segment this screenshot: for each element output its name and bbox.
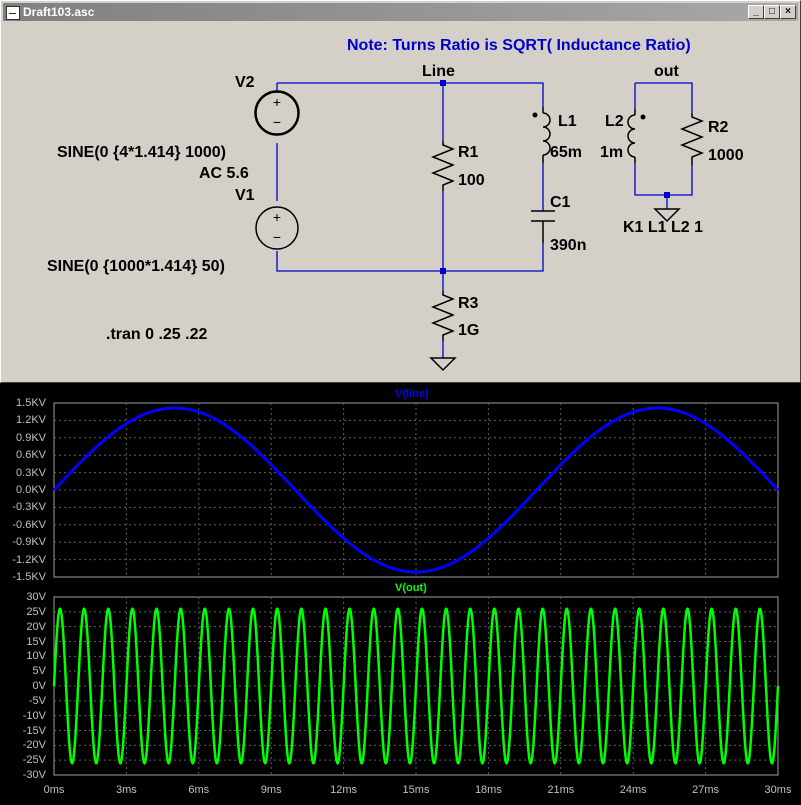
l2-value[interactable]: 1m bbox=[600, 144, 624, 161]
v1-value[interactable]: SINE(0 {1000*1.414} 50) bbox=[47, 258, 225, 275]
ground-symbol-out bbox=[653, 208, 681, 223]
r2-name[interactable]: R2 bbox=[708, 119, 729, 136]
r3-symbol bbox=[430, 291, 456, 341]
l1-dot bbox=[532, 112, 538, 118]
waveform-window[interactable]: V(line) V(out) 1.5KV 1.2KV 0.9KV 0.6KV 0.3KV… bbox=[0, 383, 801, 805]
ytick-vout-7: -5V bbox=[28, 694, 46, 707]
waveform-plots[interactable] bbox=[0, 383, 801, 805]
xtick-8: 24ms bbox=[619, 784, 647, 796]
c1-symbol bbox=[531, 210, 555, 243]
xtick-2: 6ms bbox=[188, 784, 210, 796]
net-label-line[interactable]: Line bbox=[422, 63, 455, 80]
r1-value[interactable]: 100 bbox=[458, 172, 485, 189]
schematic-drawing: + − + − bbox=[254, 80, 705, 372]
svg-text:−: − bbox=[273, 114, 281, 130]
wire-bottom bbox=[276, 243, 544, 272]
ytick-vout-12: -30V bbox=[22, 769, 46, 781]
xtick-7: 21ms bbox=[547, 784, 575, 796]
schematic-titlebar[interactable]: Draft103.asc _ □ × bbox=[3, 3, 798, 21]
coupling-directive[interactable]: K1 L1 L2 1 bbox=[623, 219, 704, 236]
xtick-6: 18ms bbox=[474, 784, 502, 796]
ytick-vout-5: 5V bbox=[32, 665, 46, 678]
ytick-vline-2: 0.9KV bbox=[16, 431, 46, 444]
net-label-out[interactable]: out bbox=[654, 63, 679, 80]
c1-name[interactable]: C1 bbox=[550, 194, 571, 211]
xtick-9: 27ms bbox=[692, 784, 720, 796]
minimize-button[interactable]: _ bbox=[748, 5, 764, 19]
l1-symbol bbox=[542, 107, 551, 163]
r2-symbol bbox=[679, 113, 705, 165]
ytick-vout-3: 15V bbox=[26, 635, 46, 648]
c1-value[interactable]: 390n bbox=[550, 237, 587, 254]
wire-line-top bbox=[277, 82, 544, 107]
ground-symbol-r3 bbox=[429, 357, 457, 372]
junction-out-gnd bbox=[664, 192, 670, 198]
v2-name[interactable]: V2 bbox=[235, 74, 255, 91]
trace-label-vout[interactable]: V(out) bbox=[395, 582, 427, 594]
r3-name[interactable]: R3 bbox=[458, 295, 479, 312]
ytick-vline-3: 0.6KV bbox=[16, 449, 46, 462]
maximize-button[interactable]: □ bbox=[764, 5, 780, 19]
r1-symbol bbox=[430, 141, 456, 191]
ytick-vline-4: 0.3KV bbox=[16, 466, 46, 479]
window-title: Draft103.asc bbox=[23, 5, 95, 19]
ytick-vline-0: 1.5KV bbox=[16, 397, 46, 409]
schematic-canvas[interactable]: + − + − bbox=[5, 23, 799, 379]
ytick-vline-8: -0.9KV bbox=[12, 536, 46, 549]
l2-dot bbox=[640, 114, 646, 120]
ytick-vout-2: 20V bbox=[26, 620, 46, 633]
r1-name[interactable]: R1 bbox=[458, 144, 479, 161]
trace-vout bbox=[52, 607, 780, 765]
r2-value[interactable]: 1000 bbox=[708, 147, 744, 164]
junction-bottom bbox=[440, 268, 446, 274]
xtick-4: 12ms bbox=[330, 784, 358, 796]
svg-text:+: + bbox=[273, 209, 281, 225]
note-text[interactable]: Note: Turns Ratio is SQRT( Inductance Ra… bbox=[347, 37, 691, 54]
ytick-vout-6: 0V bbox=[32, 680, 46, 692]
ytick-vline-10: -1.5KV bbox=[12, 571, 46, 583]
trace-label-vline[interactable]: V(line) bbox=[395, 388, 429, 400]
svg-text:+: + bbox=[273, 94, 281, 110]
l2-symbol bbox=[627, 109, 636, 163]
wire-out-bottom bbox=[634, 163, 693, 196]
xtick-0: 0ms bbox=[43, 784, 65, 796]
v2-source-symbol: + − bbox=[254, 90, 300, 136]
ytick-vout-11: -25V bbox=[22, 754, 46, 767]
junction-line bbox=[440, 80, 446, 86]
schematic-window: Draft103.asc _ □ × bbox=[0, 0, 801, 383]
ytick-vout-10: -20V bbox=[22, 739, 46, 752]
ytick-vline-6: -0.3KV bbox=[12, 501, 46, 514]
ytick-vout-9: -15V bbox=[22, 724, 46, 737]
ytick-vout-1: 25V bbox=[26, 605, 46, 618]
l2-name[interactable]: L2 bbox=[605, 113, 624, 130]
wire-out-top bbox=[635, 82, 693, 113]
v2-value[interactable]: SINE(0 {4*1.414} 1000) bbox=[57, 144, 226, 161]
window-system-icon[interactable] bbox=[6, 6, 20, 20]
tran-directive[interactable]: .tran 0 .25 .22 bbox=[106, 326, 208, 343]
ytick-vline-7: -0.6KV bbox=[12, 518, 46, 531]
ytick-vline-5: 0.0KV bbox=[16, 484, 46, 496]
xtick-10: 30ms bbox=[764, 784, 792, 796]
ytick-vout-0: 30V bbox=[26, 591, 46, 603]
xtick-5: 15ms bbox=[402, 784, 430, 796]
ytick-vout-8: -10V bbox=[22, 709, 46, 722]
v1-source-symbol: + − bbox=[255, 206, 299, 250]
ytick-vline-1: 1.2KV bbox=[16, 414, 46, 427]
r3-value[interactable]: 1G bbox=[458, 322, 480, 339]
v2-ac[interactable]: AC 5.6 bbox=[199, 165, 249, 182]
l1-value[interactable]: 65m bbox=[550, 144, 583, 161]
ytick-vout-4: 10V bbox=[26, 650, 46, 663]
svg-text:−: − bbox=[273, 229, 281, 245]
xtick-1: 3ms bbox=[116, 784, 137, 796]
v1-name[interactable]: V1 bbox=[235, 187, 255, 204]
ytick-vline-9: -1.2KV bbox=[12, 553, 46, 566]
xtick-3: 9ms bbox=[260, 784, 282, 796]
trace-vline bbox=[52, 406, 780, 574]
l1-name[interactable]: L1 bbox=[558, 113, 577, 130]
close-button[interactable]: × bbox=[780, 5, 796, 19]
